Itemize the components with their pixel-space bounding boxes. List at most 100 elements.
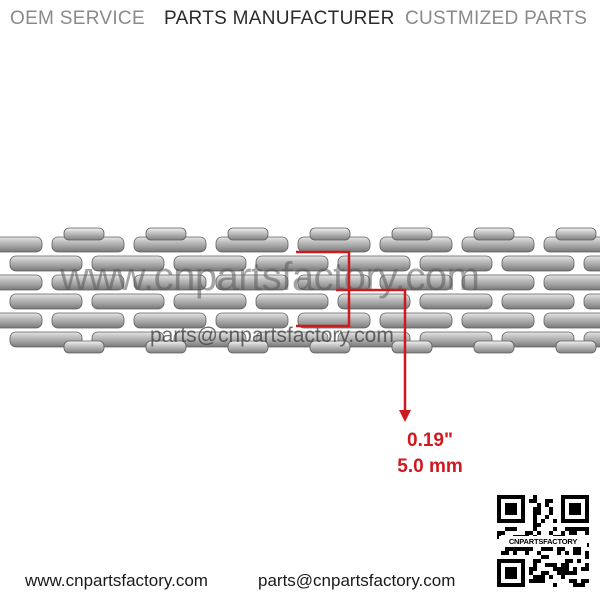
- qr-module: [529, 567, 533, 571]
- qr-module: [533, 563, 537, 567]
- qr-module: [577, 551, 581, 555]
- qr-module: [497, 495, 525, 499]
- qr-module: [533, 515, 537, 519]
- chain-plate: [337, 293, 411, 310]
- qr-module: [501, 531, 505, 535]
- qr-module: [573, 579, 577, 583]
- chain-plate: [543, 312, 600, 329]
- qr-module: [525, 547, 529, 551]
- qr-module: [533, 523, 537, 527]
- qr-module: [565, 559, 569, 563]
- chain-pin: [309, 340, 351, 354]
- qr-module: [537, 575, 541, 579]
- qr-module: [561, 531, 565, 535]
- chain-plate: [215, 274, 289, 291]
- qr-module: [561, 567, 565, 571]
- chain-plate: [583, 293, 600, 310]
- qr-module: [529, 547, 533, 551]
- qr-module: [585, 551, 589, 555]
- chain-pin: [145, 340, 187, 354]
- header-bar: OEM SERVICE PARTS MANUFACTURER CUSTMIZED…: [0, 8, 600, 34]
- qr-module: [525, 531, 529, 535]
- qr-module: [565, 563, 569, 567]
- qr-module: [561, 495, 565, 523]
- qr-module: [553, 583, 557, 587]
- qr-module: [533, 575, 537, 579]
- qr-module: [533, 495, 537, 499]
- qr-module: [569, 503, 581, 515]
- qr-module: [541, 519, 545, 523]
- qr-module: [505, 527, 509, 531]
- chain-plate: [297, 312, 371, 329]
- qr-module: [497, 559, 525, 563]
- qr-module: [533, 507, 537, 511]
- chain-plate: [51, 274, 125, 291]
- dimension-inches: 0.19": [407, 430, 453, 451]
- qr-module: [533, 499, 537, 503]
- footer-email[interactable]: parts@cnpartsfactory.com: [258, 571, 456, 590]
- chain-pin: [227, 227, 269, 241]
- chain-plate: [173, 293, 247, 310]
- chain-plate: [543, 274, 600, 291]
- chain-plate: [133, 312, 207, 329]
- qr-module: [553, 527, 557, 531]
- qr-module: [533, 567, 537, 571]
- qr-module: [585, 555, 589, 559]
- qr-module: [573, 527, 577, 531]
- qr-module: [549, 547, 553, 551]
- qr-module: [557, 551, 561, 555]
- qr-module: [541, 571, 545, 575]
- qr-module: [573, 567, 577, 571]
- qr-module: [557, 547, 561, 551]
- header-customized-parts: CUSTMIZED PARTS: [405, 8, 588, 29]
- chain-plate: [0, 236, 43, 253]
- chain-plate: [173, 255, 247, 272]
- chain-plate: [501, 331, 575, 348]
- qr-module: [561, 563, 565, 567]
- chain-pin: [473, 227, 515, 241]
- chain-plate: [173, 331, 247, 348]
- qr-module: [557, 567, 561, 571]
- chain-plate: [419, 331, 493, 348]
- chain-pin: [555, 340, 597, 354]
- qr-module: [541, 575, 545, 579]
- chain-plate: [379, 312, 453, 329]
- qr-module: [517, 547, 521, 551]
- chain-plate: [255, 331, 329, 348]
- qr-module: [549, 511, 553, 515]
- chain-pin: [473, 340, 515, 354]
- qr-module: [529, 571, 533, 575]
- qr-module: [537, 559, 541, 563]
- qr-module: [533, 519, 537, 523]
- qr-module: [521, 559, 525, 587]
- qr-module: [545, 571, 549, 575]
- qr-module: [573, 583, 577, 587]
- qr-module: [553, 519, 557, 523]
- qr-module: [549, 499, 553, 503]
- qr-module: [501, 551, 505, 555]
- chain-plate: [91, 255, 165, 272]
- qr-module: [529, 499, 533, 503]
- watermark-website: www.cnpartsfactory.com: [60, 255, 480, 299]
- qr-module: [573, 571, 577, 575]
- chain-plate: [419, 255, 493, 272]
- chain-plate: [379, 274, 453, 291]
- chain-plate: [337, 255, 411, 272]
- chain-plate: [461, 312, 535, 329]
- chain-pin: [555, 227, 597, 241]
- chain-plate: [0, 312, 43, 329]
- qr-module: [573, 547, 577, 551]
- qr-module: [529, 531, 533, 535]
- chain-plate: [583, 255, 600, 272]
- qr-module: [545, 563, 549, 567]
- qr-module: [533, 527, 537, 531]
- qr-module: [537, 507, 541, 511]
- footer-website[interactable]: www.cnpartsfactory.com: [25, 571, 208, 590]
- chain-plate: [51, 312, 125, 329]
- silent-chain-image: [0, 227, 600, 354]
- chain-plate: [297, 274, 371, 291]
- qr-label: CNPARTSFACTORY: [499, 536, 587, 547]
- watermark-email: parts@cnpartsfactory.com: [150, 324, 394, 347]
- qr-module: [513, 551, 517, 555]
- qr-module: [537, 503, 541, 507]
